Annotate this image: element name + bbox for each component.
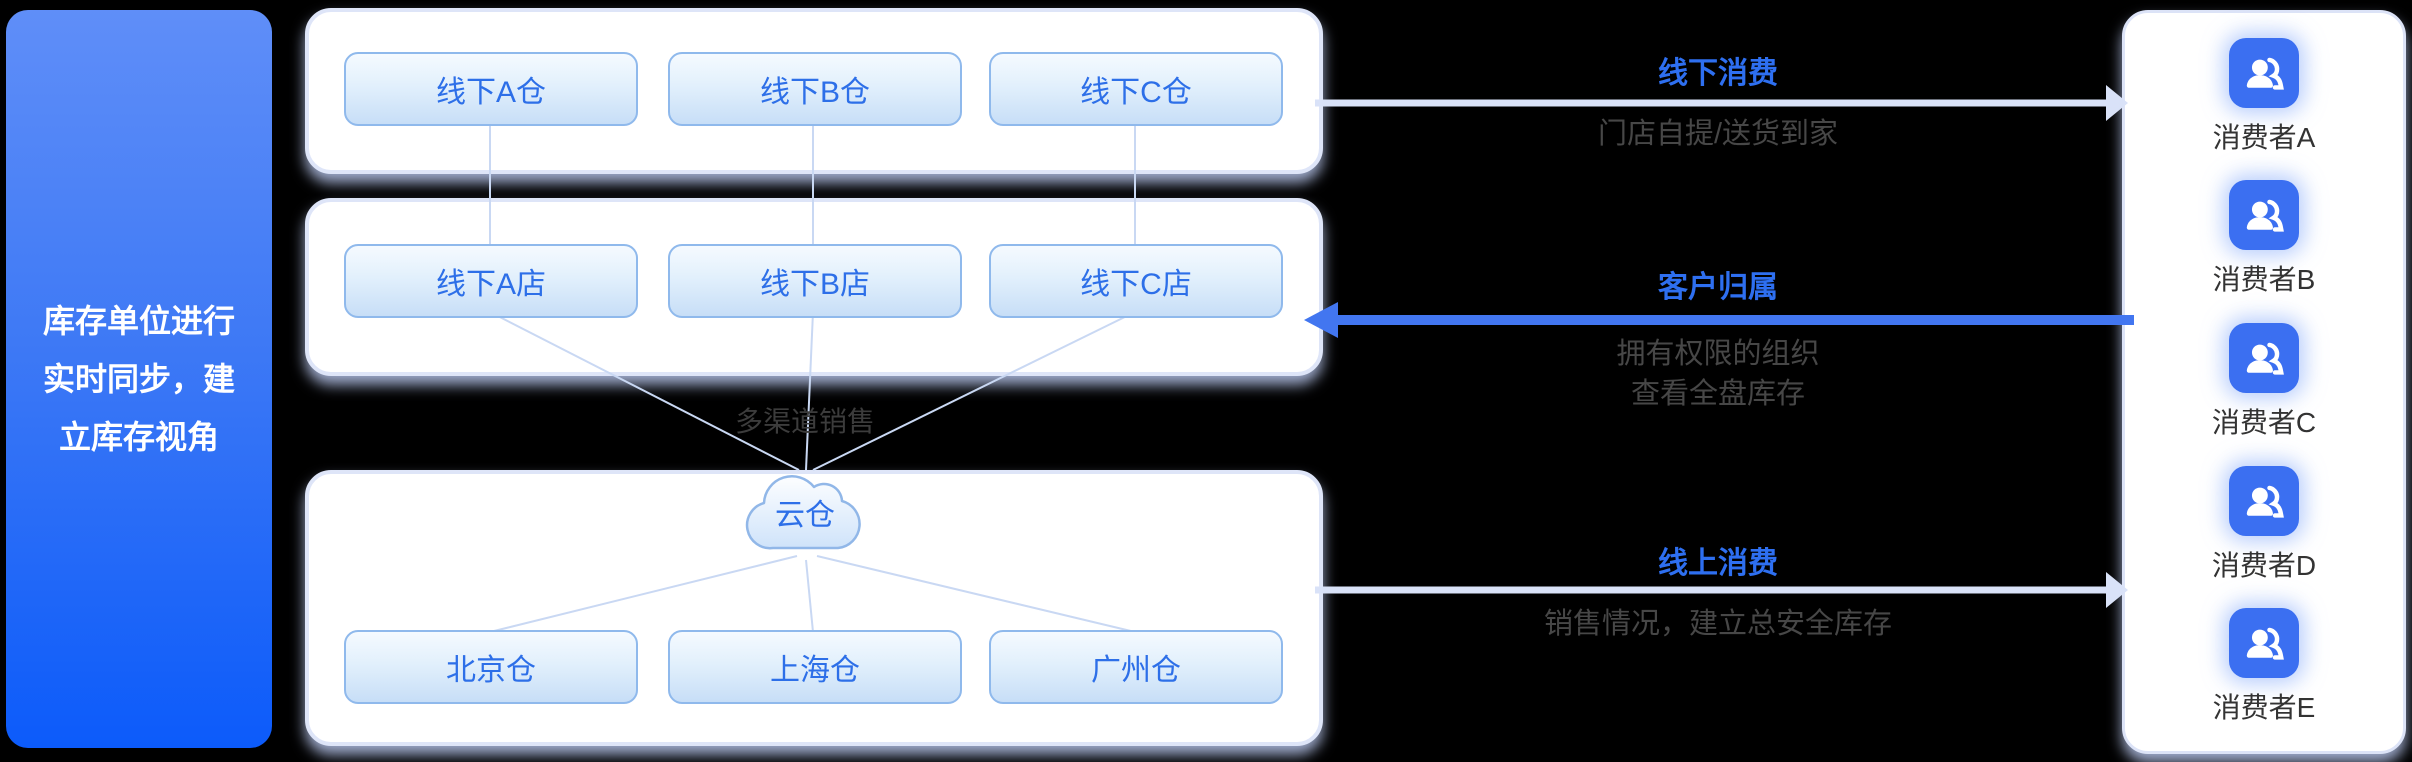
online-consumption-title: 线上消费 <box>1658 547 1778 580</box>
users-icon <box>2228 465 2299 536</box>
node-offline-warehouse-b[interactable]: 线下B仓 <box>668 52 962 126</box>
customer-attribution-subtitle-line: 拥有权限的组织 <box>1616 338 1820 370</box>
multi-channel-sales-label: 多渠道销售 <box>734 406 875 437</box>
consumer-panel: 消费者A 消费者B 消费者C <box>2122 10 2406 754</box>
inventory-sync-text: 库存单位进行 实时同步，建 立库存视角 <box>43 292 235 466</box>
consumer-label: 消费者C <box>2211 406 2317 438</box>
customer-attribution-subtitle: 拥有权限的组织 查看全盘库存 <box>1315 334 2121 414</box>
offline-consumption-subtitle: 门店自提/送货到家 <box>1597 118 1839 150</box>
node-offline-store-a[interactable]: 线下A店 <box>344 244 638 318</box>
customer-attribution-title: 客户归属 <box>1658 271 1778 304</box>
users-icon <box>2229 608 2299 679</box>
node-offline-warehouse-a[interactable]: 线下A仓 <box>344 52 638 126</box>
consumer-item-a[interactable]: 消费者A <box>2212 37 2316 156</box>
node-beijing-warehouse[interactable]: 北京仓 <box>344 630 638 704</box>
offline-consumption-title: 线下消费 <box>1658 57 1778 90</box>
consumer-item-b[interactable]: 消费者B <box>2212 180 2316 298</box>
users-icon <box>2229 180 2299 251</box>
inventory-sync-line: 立库存视角 <box>58 419 219 455</box>
node-offline-warehouse-c[interactable]: 线下C仓 <box>989 52 1283 126</box>
consumer-label: 消费者B <box>2212 264 2316 296</box>
node-offline-store-b[interactable]: 线下B店 <box>668 244 962 318</box>
cloud-warehouse-node[interactable]: 云仓 <box>733 456 877 566</box>
inventory-sync-panel: 库存单位进行 实时同步，建 立库存视角 <box>6 10 272 748</box>
node-offline-store-c[interactable]: 线下C店 <box>989 244 1283 318</box>
consumer-item-c[interactable]: 消费者C <box>2211 322 2317 441</box>
customer-attribution-subtitle-line: 查看全盘库存 <box>1630 378 1805 410</box>
customer-attribution-arrow <box>1304 302 2134 338</box>
consumer-label: 消费者E <box>2212 692 2316 724</box>
node-guangzhou-warehouse[interactable]: 广州仓 <box>989 630 1283 704</box>
consumer-item-e[interactable]: 消费者E <box>2212 608 2316 726</box>
node-shanghai-warehouse[interactable]: 上海仓 <box>668 630 962 704</box>
users-icon <box>2229 37 2299 108</box>
consumer-item-d[interactable]: 消费者D <box>2211 465 2317 584</box>
inventory-sync-line: 实时同步，建 <box>42 361 235 397</box>
users-icon <box>2228 322 2299 393</box>
online-consumption-subtitle: 销售情况，建立总安全库存 <box>1543 608 1892 640</box>
consumer-label: 消费者A <box>2212 121 2316 153</box>
inventory-sync-line: 库存单位进行 <box>42 303 235 339</box>
cloud-icon <box>745 475 861 550</box>
consumer-label: 消费者D <box>2211 549 2317 581</box>
cloud-warehouse-label: 云仓 <box>775 499 835 532</box>
